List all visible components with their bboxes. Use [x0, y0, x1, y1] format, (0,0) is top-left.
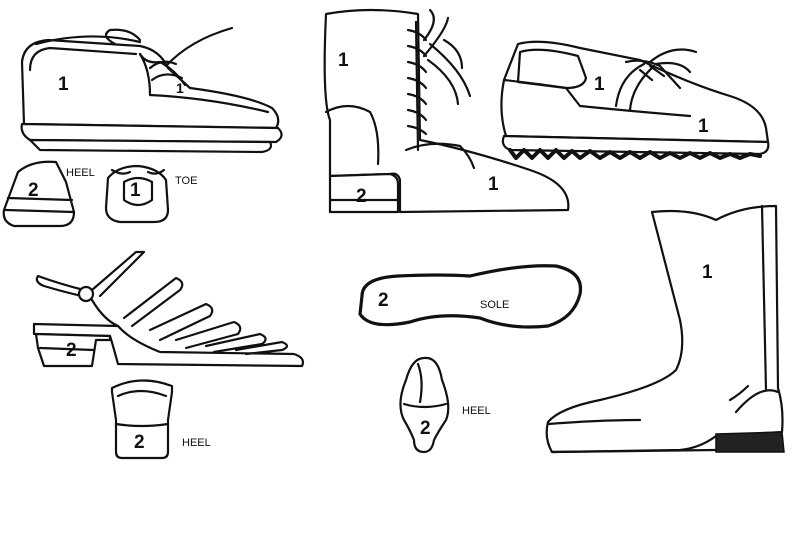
moccasin-label-1: 1 — [58, 74, 69, 95]
heel-top-label-2: 2 — [28, 180, 39, 201]
heel-stiletto-caption: HEEL — [462, 405, 491, 417]
toe-caption: TOE — [175, 175, 197, 187]
sole-caption: SOLE — [480, 299, 509, 311]
moccasin-shoe: 1 1 — [20, 26, 283, 154]
heel-stiletto-label-2: 2 — [420, 418, 431, 439]
sandal-label-2: 2 — [66, 340, 77, 361]
ankle-boot-label-1-shaft: 1 — [338, 50, 349, 71]
sole-label-2: 2 — [378, 290, 389, 311]
heel-sandal-caption: HEEL — [182, 437, 211, 449]
heel-piece-top: 2 HEEL — [2, 160, 95, 228]
ankle-boot-label-2: 2 — [356, 186, 367, 207]
ankle-boot: 1 1 2 — [323, 8, 570, 214]
moccasin-label-1-vamp: 1 — [176, 80, 184, 96]
sole-outline: 2 SOLE — [358, 264, 583, 329]
oxford-label-1-quarter: 1 — [594, 74, 605, 95]
heel-top-caption: HEEL — [66, 167, 95, 179]
toe-piece: 1 TOE — [104, 164, 197, 224]
oxford-shoe: 1 1 — [500, 40, 770, 160]
ankle-boot-label-1-vamp: 1 — [488, 174, 499, 195]
tall-boot-label-1: 1 — [702, 262, 713, 283]
heel-piece-sandal: 2 HEEL — [110, 379, 211, 460]
heel-sandal-label-2: 2 — [134, 432, 145, 453]
strappy-sandal: 2 — [32, 250, 305, 368]
tall-boot: 1 — [545, 204, 785, 454]
oxford-label-1-vamp: 1 — [698, 116, 709, 137]
heel-piece-stiletto: 2 HEEL — [399, 356, 491, 454]
toe-label-1: 1 — [130, 180, 141, 201]
